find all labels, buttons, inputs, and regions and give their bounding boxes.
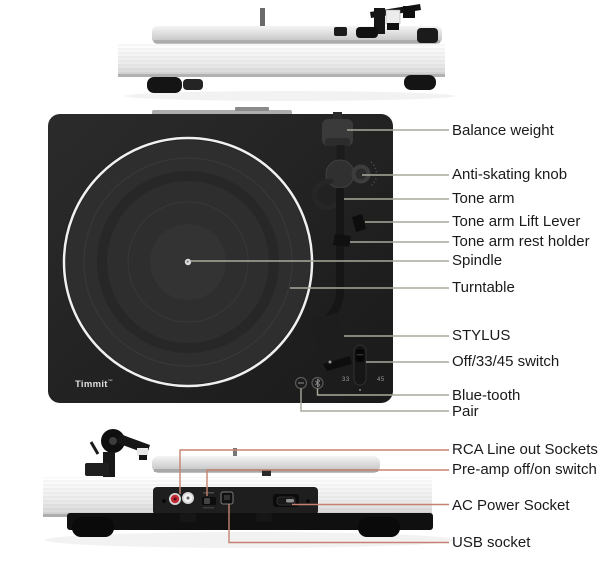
leader-blue-tooth xyxy=(316,388,449,396)
label-tone-arm-rest-holder: Tone arm rest holder xyxy=(452,233,590,250)
tonearm-pivot xyxy=(325,159,355,189)
speed-45-mark: 45 xyxy=(377,377,385,383)
cartridge-side xyxy=(385,9,401,25)
balance-weight-side xyxy=(417,28,438,43)
trademark-symbol: ™ xyxy=(107,379,114,385)
rear-view-shadow xyxy=(45,532,455,548)
speed-33-mark: 33 xyxy=(342,377,350,383)
leader-rca xyxy=(179,449,449,494)
cartridge-rear xyxy=(137,448,148,456)
label-usb-socket: USB socket xyxy=(452,534,531,551)
leader-pre-amp xyxy=(206,469,449,496)
label-stylus: STYLUS xyxy=(452,327,511,344)
label-rca-line-out-sockets: RCA Line out Sockets xyxy=(452,441,598,458)
label-pre-amp-off-on-switch: Pre-amp off/on switch xyxy=(452,461,597,478)
label-turntable: Turntable xyxy=(452,279,515,296)
side-view xyxy=(118,4,455,101)
label-balance-weight: Balance weight xyxy=(452,122,554,139)
foot-left xyxy=(147,77,182,93)
base-rear xyxy=(67,513,433,530)
leader-lines-top xyxy=(190,129,449,412)
label-tone-arm-lift-lever: Tone arm Lift Lever xyxy=(452,213,581,230)
leader-pair xyxy=(300,388,449,412)
brand-logo: Timmit™ xyxy=(75,379,113,390)
spindle-rear xyxy=(233,448,237,458)
top-view xyxy=(48,107,393,403)
leader-lines-bottom xyxy=(179,449,449,544)
foot-rear-right xyxy=(358,517,400,537)
spindle-side xyxy=(260,8,265,30)
bluetooth-icon xyxy=(314,378,321,388)
label-blue-tooth: Blue-tooth xyxy=(452,387,521,404)
rest-clip xyxy=(333,234,351,247)
tone-arm-lift-lever xyxy=(352,214,366,232)
label-spindle: Spindle xyxy=(452,252,503,269)
hinge-bar xyxy=(152,110,292,115)
rear-view xyxy=(43,429,455,548)
headshell xyxy=(310,313,350,364)
brand-text: Timmit xyxy=(75,379,108,391)
side-view-shadow xyxy=(125,91,455,101)
leader-usb xyxy=(228,504,449,544)
label-off-33-45-switch: Off/33/45 switch xyxy=(452,353,560,370)
platter-rim xyxy=(62,136,314,388)
platter-rear xyxy=(152,456,380,473)
label-ac-power-socket: AC Power Socket xyxy=(452,497,570,514)
foot-right xyxy=(404,75,436,90)
stylus xyxy=(328,360,332,364)
label-pair: Pair xyxy=(452,403,479,420)
foot-rear-left xyxy=(72,517,114,537)
tone-arm-rest-holder xyxy=(311,178,338,211)
label-tone-arm: Tone arm xyxy=(452,190,515,207)
label-anti-skating-knob: Anti-skating knob xyxy=(452,166,568,183)
